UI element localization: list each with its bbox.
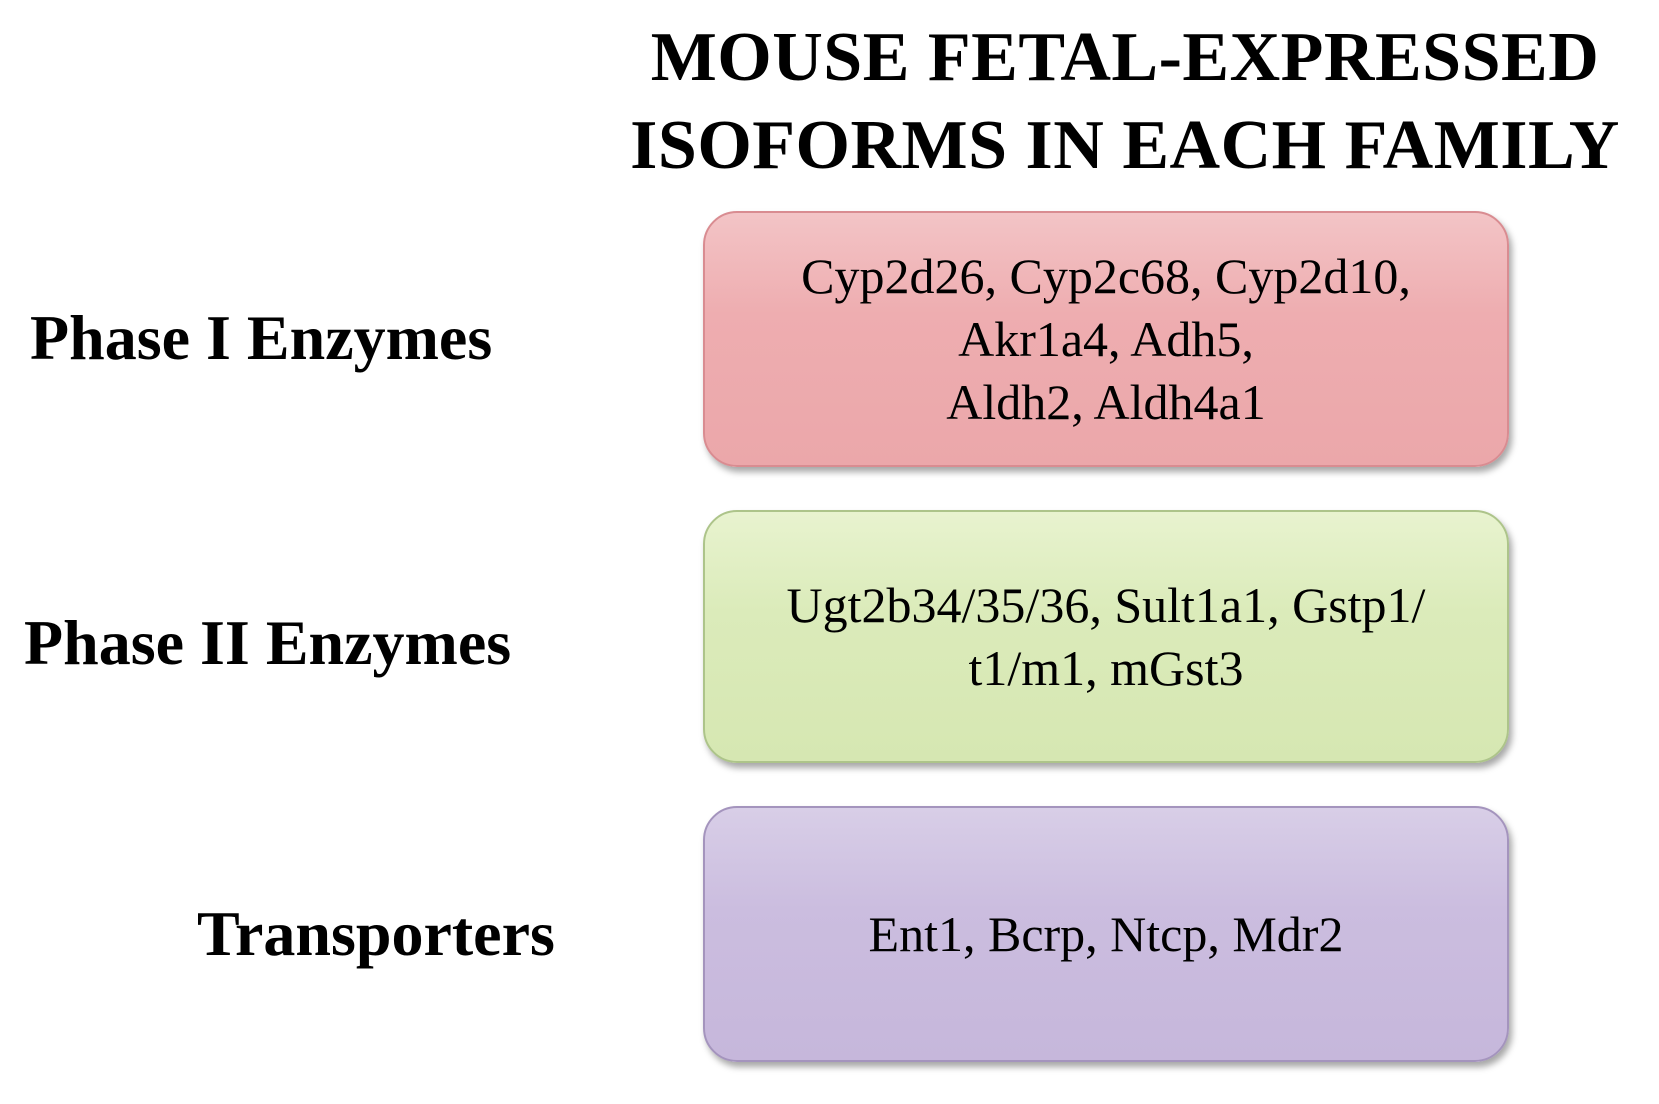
- row-label-phase-2: Phase II Enzymes: [24, 607, 512, 678]
- isoform-box-transporters: Ent1, Bcrp, Ntcp, Mdr2: [703, 806, 1509, 1062]
- isoform-list-transporters: Ent1, Bcrp, Ntcp, Mdr2: [868, 905, 1344, 962]
- row-label-phase-1: Phase I Enzymes: [30, 302, 493, 373]
- isoform-box-phase-2: Ugt2b34/35/36, Sult1a1, Gstp1/ t1/m1, mG…: [703, 510, 1509, 763]
- isoform-box-phase-1: Cyp2d26, Cyp2c68, Cyp2d10, Akr1a4, Adh5,…: [703, 211, 1509, 467]
- heading-line-1: MOUSE FETAL-EXPRESSED: [650, 19, 1600, 96]
- diagram-heading: MOUSE FETAL-EXPRESSED ISOFORMS IN EACH F…: [600, 14, 1650, 190]
- heading-line-2: ISOFORMS IN EACH FAMILY: [630, 107, 1620, 184]
- isoform-list-phase-1: Cyp2d26, Cyp2c68, Cyp2d10, Akr1a4, Adh5,…: [801, 247, 1411, 430]
- isoform-list-phase-2: Ugt2b34/35/36, Sult1a1, Gstp1/ t1/m1, mG…: [786, 576, 1426, 696]
- row-label-transporters: Transporters: [197, 898, 555, 969]
